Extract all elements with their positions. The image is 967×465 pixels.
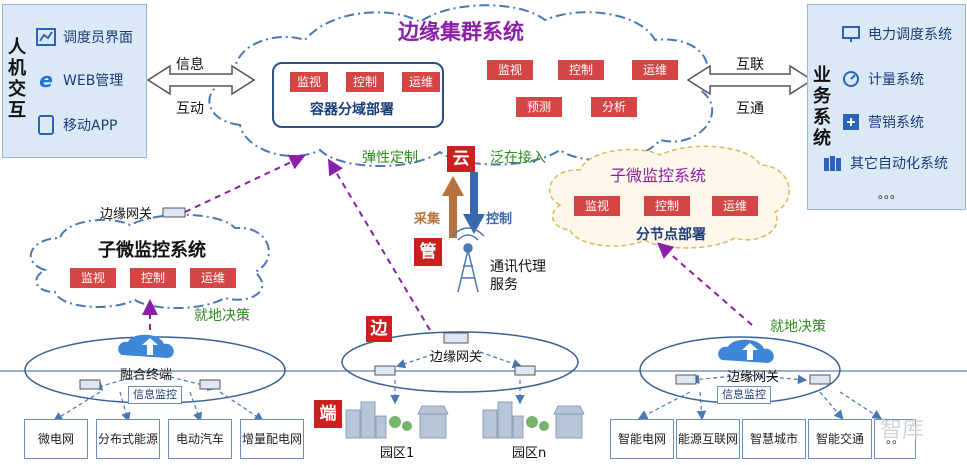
park-n-buildings [482,401,585,439]
end-box: 端 [314,400,342,428]
control-label: 控制 [486,212,513,227]
elastic-custom-label: 弹性定制 [362,150,418,166]
left-double-arrow [146,64,256,96]
antenna-tower [451,227,485,293]
park-1-buildings [345,401,449,439]
leaf-energy-internet: 能源互联网 [676,419,740,459]
business-system-title: 业务系统 [813,65,831,149]
left-gateway-device [162,207,186,218]
container-tag-control: 控制 [346,72,384,92]
human-machine-panel: 人机交互 调度员界面 e WEB管理 移动APP [2,4,147,158]
other-automation-label: 其它自动化系统 [850,156,948,172]
right-gateway-cloud [718,339,774,363]
comm-service-label: 通讯代理服务 [490,259,546,293]
cloud-box: 云 [447,146,475,172]
leaf-smart-city: 智慧城市 [742,419,806,459]
leaf-smart-traffic: 智能交通 [808,419,872,459]
tablet-icon [35,114,57,136]
middle-gateway-label: 边缘网关 [430,350,483,365]
edge-box: 边 [366,316,392,342]
marketing-item[interactable]: 营销系统 [840,111,924,133]
dispatcher-ui-label: 调度员界面 [63,30,133,46]
sales-icon [840,111,862,133]
right-tag-monitor: 监视 [574,196,620,216]
left-gateway-to-cloud [184,154,306,213]
leaf-distributed-energy: 分布式能源 [96,419,160,459]
left-gateway-label: 边缘网关 [100,207,153,222]
cloud-tag-control: 控制 [558,60,604,80]
human-machine-title: 人机交互 [8,37,26,121]
node-deploy-label: 分节点部署 [636,227,706,243]
middle-gateway-device [443,332,469,344]
control-arrow [463,172,485,234]
monitor-icon [840,23,862,45]
right-gateway-label: 边缘网关 [727,370,780,385]
power-dispatch-item[interactable]: 电力调度系统 [840,23,952,45]
collect-arrow [442,176,464,238]
business-system-panel: 业务系统 电力调度系统 计量系统 营销系统 其它自动化系统 。。。 [807,4,966,210]
other-automation-item[interactable]: 其它自动化系统 [822,152,948,174]
leaf-electric-vehicle: 电动汽车 [168,419,232,459]
right-tag-control: 控制 [644,196,690,216]
cloud-tag-predict: 预测 [516,97,562,117]
ubiquitous-access-label: 泛在接入 [490,150,546,166]
park-n-label: 园区n [512,446,547,461]
right-tag-ops: 运维 [712,196,758,216]
interaction-label: 互动 [176,101,204,117]
leaf-microgrid: 微电网 [24,419,88,459]
left-tag-control: 控制 [130,268,176,288]
cloud-tag-analyze: 分析 [591,97,637,117]
power-dispatch-label: 电力调度系统 [868,27,952,43]
marketing-label: 营销系统 [868,115,924,131]
collect-label: 采集 [414,212,441,227]
mobile-app-label: 移动APP [63,118,118,134]
metering-label: 计量系统 [868,72,924,88]
container-tag-ops: 运维 [402,72,440,92]
intercommunicate-label: 互通 [736,101,764,117]
container-tag-monitor: 监视 [290,72,328,92]
interconnect-label: 互联 [736,57,764,73]
container-label: 容器分域部署 [310,102,394,118]
left-sub-title: 子微监控系统 [98,240,206,261]
mobile-app-item[interactable]: 移动APP [35,114,117,136]
more-ellipsis: 。。。 [878,187,903,201]
leaf-more: 。。 [874,419,916,459]
left-local-decision: 就地决策 [194,308,250,324]
left-info-badge: 信息监控 [128,386,182,404]
manage-box: 管 [414,238,442,266]
dispatcher-ui-item[interactable]: 调度员界面 [35,26,133,48]
gauge-icon [840,68,862,90]
right-info-badge: 信息监控 [717,386,771,404]
cloud-tag-monitor: 监视 [487,60,533,80]
right-local-decision: 就地决策 [770,319,826,335]
trees [389,416,549,431]
right-gateway-to-cloud [656,242,753,326]
left-tag-ops: 运维 [190,268,236,288]
leaf-smart-grid: 智能电网 [610,419,674,459]
cluster-title: 边缘集群系统 [398,20,524,44]
books-icon [822,152,844,174]
middle-zone-ellipse [341,331,579,393]
metering-item[interactable]: 计量系统 [840,68,924,90]
cloud-tag-ops: 运维 [632,60,678,80]
left-tag-monitor: 监视 [70,268,116,288]
fusion-terminal-label: 融合终端 [120,368,173,383]
web-manage-label: WEB管理 [63,73,124,89]
info-label: 信息 [176,57,204,73]
left-terminal-cloud [118,334,174,358]
watermark: 智库 [880,418,925,443]
leaf-incremental-grid: 增量配电网 [240,419,304,459]
dashboard-icon [35,26,57,48]
right-sub-title: 子微监控系统 [610,166,707,185]
ie-browser-icon: e [39,68,53,92]
park-1-label: 园区1 [380,446,415,461]
web-manage-item[interactable]: e WEB管理 [35,68,124,92]
